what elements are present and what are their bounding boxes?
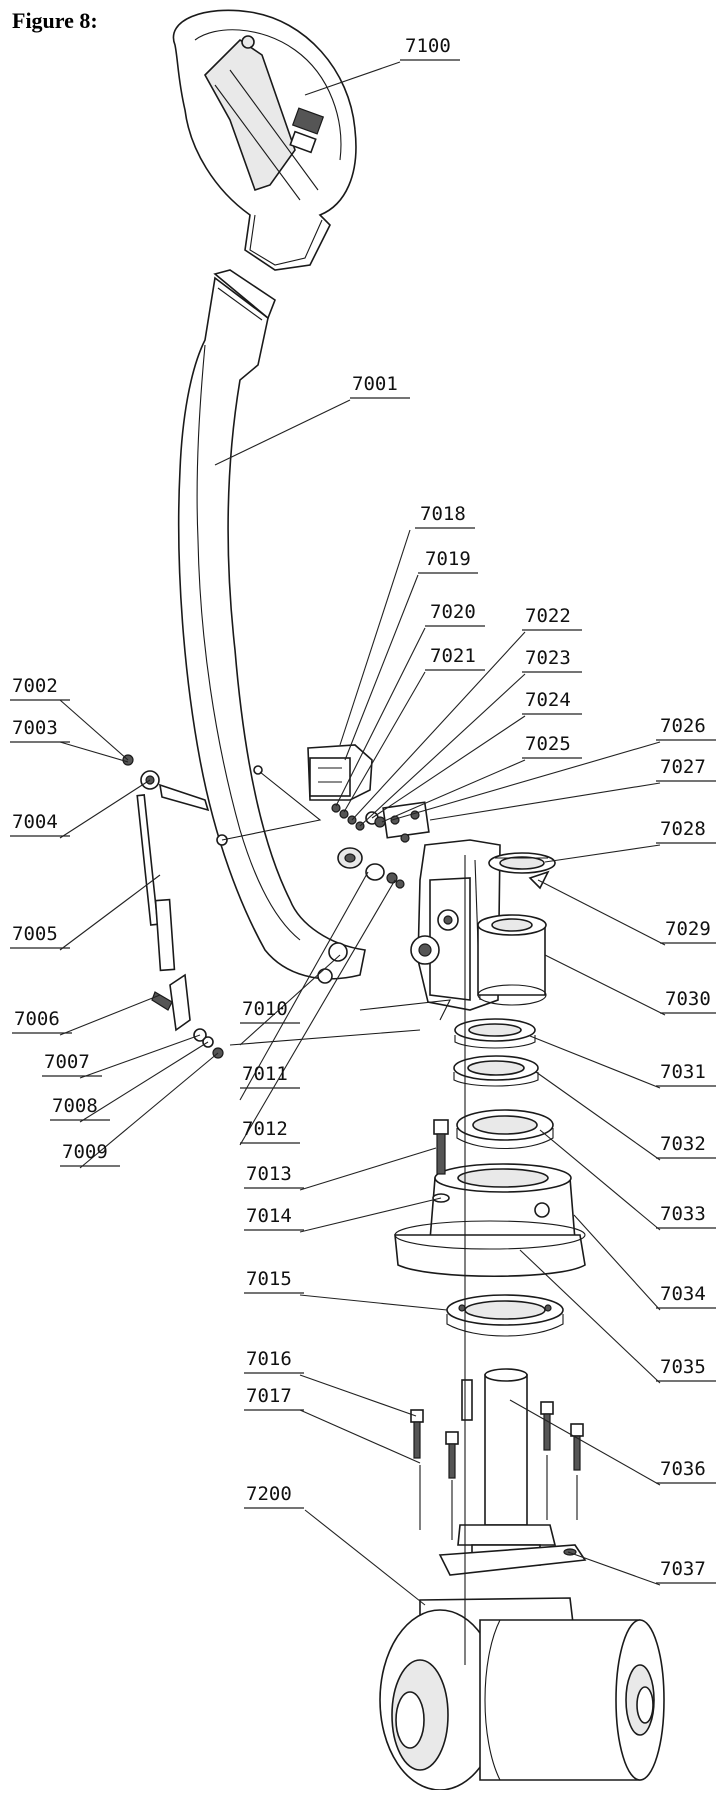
label-7022: 7022 bbox=[525, 605, 571, 627]
label-7033: 7033 bbox=[660, 1203, 706, 1225]
shaft-7036 bbox=[457, 1368, 557, 1566]
mount-plate-7037 bbox=[438, 1544, 587, 1576]
ring-7033 bbox=[456, 1109, 554, 1149]
base-flange-7035 bbox=[394, 1163, 586, 1278]
pivot-washers bbox=[337, 847, 405, 889]
figure-title: Figure 8: bbox=[12, 8, 98, 33]
bearing-7032 bbox=[453, 1055, 539, 1087]
motor-7200 bbox=[379, 1597, 665, 1791]
label-7008: 7008 bbox=[52, 1095, 98, 1117]
label-7004: 7004 bbox=[12, 811, 58, 833]
label-7005: 7005 bbox=[12, 923, 58, 945]
label-7007: 7007 bbox=[44, 1051, 90, 1073]
label-7021: 7021 bbox=[430, 645, 476, 667]
connector-line-a bbox=[221, 771, 322, 841]
label-7006: 7006 bbox=[14, 1008, 60, 1030]
label-7016: 7016 bbox=[246, 1348, 292, 1370]
label-7010: 7010 bbox=[242, 998, 288, 1020]
bearing-7031 bbox=[454, 1018, 536, 1049]
label-7003: 7003 bbox=[12, 717, 58, 739]
label-7002: 7002 bbox=[12, 675, 58, 697]
clamp-cluster-7027 bbox=[365, 801, 430, 843]
connector-line-b bbox=[229, 1029, 421, 1046]
label-7035: 7035 bbox=[660, 1356, 706, 1378]
tube-7001 bbox=[177, 269, 366, 984]
label-7037: 7037 bbox=[660, 1558, 706, 1580]
callout-labels: 7100 7001 7018 7019 7020 7021 7022 7023 … bbox=[10, 35, 716, 1584]
label-7024: 7024 bbox=[525, 689, 571, 711]
label-7032: 7032 bbox=[660, 1133, 706, 1155]
label-7200: 7200 bbox=[246, 1483, 292, 1505]
label-7034: 7034 bbox=[660, 1283, 706, 1305]
label-7029: 7029 bbox=[665, 918, 711, 940]
label-7019: 7019 bbox=[425, 548, 471, 570]
leader-lines bbox=[59, 61, 666, 1606]
cylinder-housing bbox=[477, 914, 547, 1006]
handle-housing-7100 bbox=[172, 9, 357, 271]
label-7013: 7013 bbox=[246, 1163, 292, 1185]
label-7031: 7031 bbox=[660, 1061, 706, 1083]
label-7025: 7025 bbox=[525, 733, 571, 755]
label-7020: 7020 bbox=[430, 601, 476, 623]
label-7001: 7001 bbox=[352, 373, 398, 395]
label-7030: 7030 bbox=[665, 988, 711, 1010]
label-7027: 7027 bbox=[660, 756, 706, 778]
label-7023: 7023 bbox=[525, 647, 571, 669]
label-7009: 7009 bbox=[62, 1141, 108, 1163]
label-7015: 7015 bbox=[246, 1268, 292, 1290]
label-7011: 7011 bbox=[242, 1063, 288, 1085]
label-7012: 7012 bbox=[242, 1118, 288, 1140]
label-7014: 7014 bbox=[246, 1205, 292, 1227]
label-7028: 7028 bbox=[660, 818, 706, 840]
label-7100: 7100 bbox=[405, 35, 451, 57]
bracket-cluster-7018 bbox=[307, 744, 373, 831]
ring-7015 bbox=[446, 1294, 564, 1337]
label-7026: 7026 bbox=[660, 715, 706, 737]
label-7036: 7036 bbox=[660, 1458, 706, 1480]
label-7017: 7017 bbox=[246, 1385, 292, 1407]
label-7018: 7018 bbox=[420, 503, 466, 525]
bolts-7016 bbox=[410, 1401, 584, 1540]
connector-line-c bbox=[359, 999, 451, 1021]
